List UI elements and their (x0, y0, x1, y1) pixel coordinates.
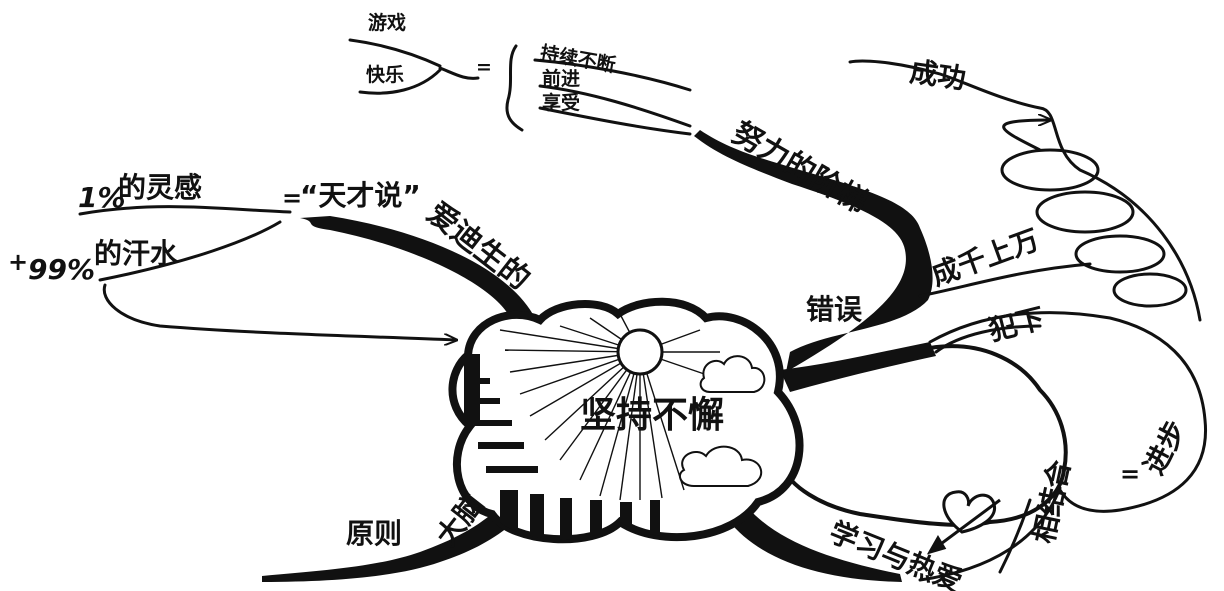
second-cloud (780, 344, 1068, 527)
errors-label: 错误 (806, 293, 863, 326)
success-label: 成功 (907, 55, 968, 96)
heart-icon (926, 490, 1001, 555)
ladder-item-2: 前进 (542, 68, 581, 90)
inspiration-label: 的灵感 (118, 171, 203, 204)
center-topic: 坚持不懈 (580, 395, 725, 436)
equals-sign: = (282, 184, 303, 212)
sweat-label: 的汗水 (94, 237, 179, 270)
genius-quote: “天才说” (300, 179, 421, 212)
branch-lines (78, 38, 1208, 582)
progress-equals: = (1120, 460, 1141, 488)
inspiration-percent: 1% (78, 181, 126, 214)
central-cloud (448, 297, 804, 544)
spiral (1000, 120, 1188, 308)
ladder-item-3: 享受 (542, 92, 581, 114)
fun-item-2: 快乐 (366, 64, 405, 86)
fun-item-1: 游戏 (368, 12, 407, 34)
sweat-percent: 99% (28, 253, 96, 286)
plus-sign: + (8, 248, 29, 276)
principle-label: 原则 (346, 517, 403, 550)
ladder-equals: = (476, 56, 492, 78)
